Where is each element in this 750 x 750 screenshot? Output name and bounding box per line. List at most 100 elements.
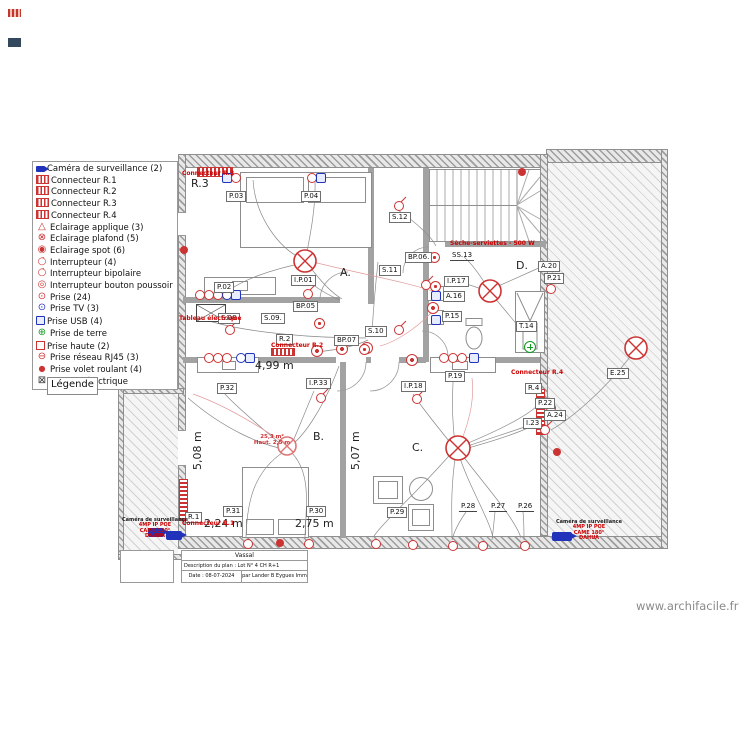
usb-outlet-icon [245,353,255,363]
app-icon [36,222,48,231]
legend-item: Connecteur R.2 [36,186,174,198]
room-letter-a: A. [340,266,351,279]
conn-icon [36,209,49,219]
outlet-icon [546,284,556,294]
plan-label-p29: P.29 [387,507,408,518]
camera-annotation-line: CAME 180° [573,529,605,536]
connector-strip-r2 [271,348,295,356]
conn-icon [36,174,49,184]
outlet-icon [448,541,458,551]
camera-annotation-line: 4MP IP POE [138,522,172,528]
wall [178,154,548,168]
legend-item: Prise haute (2) [36,340,174,353]
legend-item-label: Interrupteur bipolaire [50,269,142,280]
plan-label-s11: S.11 [379,265,401,276]
camera-annotation-line: DAHUA [145,533,165,540]
plan-label-s09: S.09. [261,313,285,324]
pillow [246,177,304,203]
sw-icon [36,268,48,277]
ground-outlet-icon [524,341,536,353]
plan-label-e25: E.25 [607,368,629,379]
legend-item: Prise (24) [36,292,174,304]
ceiling-light-icon [444,434,472,466]
plan-label-bp06: BP.06. [405,252,433,263]
outlet-icon [243,539,253,549]
terre-icon [36,328,48,337]
red-annotation: Tableau électrique [179,315,242,322]
legend-item-label: Eclairage applique (3) [50,222,144,233]
outlet-icon [231,173,241,183]
red-annotation: Connecteur R.3 [182,170,235,177]
plan-title: Vassal [182,551,307,561]
plan-label-r4: R.4 [525,383,543,394]
artifact-glyph [8,38,21,47]
plaf-icon [36,233,48,242]
connector-strip-r1 [179,479,188,521]
window [178,212,186,236]
room-letter-d: D. [516,259,528,272]
camera-icon [166,531,187,540]
legend-item-label: Prise de terre [50,328,107,339]
red-annotation: Connecteur R.2 [271,342,324,349]
title-block-logo-cell [120,550,174,583]
switch-icon [412,394,422,404]
camera-annotation-line: Caméra de surveillance [121,517,189,523]
camera-annotation-line: DAHUA [579,535,599,542]
plan-label-p02: P.02 [214,282,235,293]
dimension-label: 2,24 m [204,517,243,530]
plan-label-p03: P.03 [226,191,247,202]
legend-item: Connecteur R.3 [36,198,174,210]
legend-item-label: Interrupteur (4) [50,257,117,268]
plan-label-a20: A.20 [538,261,560,272]
usb-outlet-icon [431,315,441,325]
legend-item: Interrupteur (4) [36,257,174,269]
shutter-outlet-icon [180,246,188,254]
chair [409,477,433,501]
ceiling-light-icon [477,278,503,308]
camera-annotation-line: CAME 180° [139,527,171,534]
archifacile-watermark: www.archifacile.fr [636,599,739,613]
legend-item-label: Prise réseau RJ45 (3) [50,353,139,364]
legend-item-label: Eclairage plafond (5) [50,234,139,245]
usb-outlet-icon [316,173,326,183]
spot-light-icon [427,302,439,314]
usb-outlet-icon [431,291,441,301]
dimension-label: 4,99 m [255,359,294,372]
legend-item: Prise réseau RJ45 (3) [36,352,174,364]
wall [366,357,371,363]
switch-icon [394,325,404,335]
plan-author: par Lander B Eygues Imm [242,573,307,579]
switch-icon [303,289,313,299]
wall [546,149,668,163]
outlet-icon [478,541,488,551]
plan-label-a16: A.16 [443,291,465,302]
volet-icon [36,364,48,373]
shutter-outlet-icon [553,448,561,456]
red-annotation: Sèche-serviettes - 500 W [450,240,535,247]
outlet-icon [520,541,530,551]
plan-label-r1: R.1 [185,512,203,523]
legend-item-label: Eclairage spot (6) [50,245,126,256]
window [178,430,186,466]
legend-item-label: Interrupteur bouton poussoir (3) [50,281,174,292]
connector-strip-r3 [197,167,233,177]
room-letter-r3: R.3 [191,177,209,190]
legend-item: Interrupteur bouton poussoir (3) [36,280,174,292]
conn-icon [36,186,49,196]
outlet-icon [304,539,314,549]
plan-label-p28: P.28 [459,502,478,512]
legend-item: Prise USB (4) [36,315,174,328]
cam-icon [36,166,49,172]
plan-label-bp05: BP.05 [293,301,319,312]
wall [183,357,336,363]
plan-label-p15: P.15 [442,311,463,322]
legend-button[interactable]: Légende [47,377,98,395]
plan-description: Description du plan : Lot N° 4 CH R+1 [182,561,307,571]
dimension-label: 5,08 m [191,431,204,470]
plan-label-a24: A.24 [544,410,566,421]
red-annotation: Connecteur R.1 [182,520,235,527]
legend-item-label: Connecteur R.4 [51,210,117,221]
plan-label-p22: P.22 [535,398,556,409]
plan-label-t14: T.14 [516,321,537,332]
